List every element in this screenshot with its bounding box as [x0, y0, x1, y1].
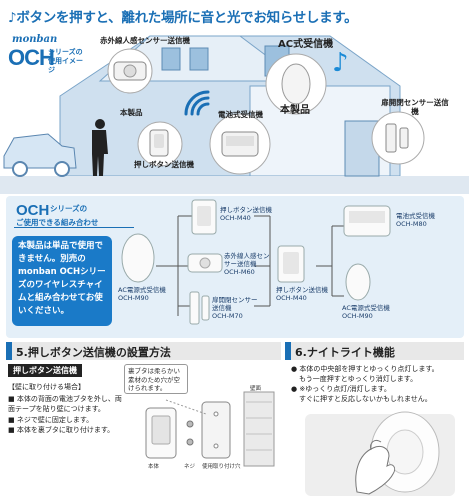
- person-silhouette: [92, 119, 108, 176]
- transmitter-body: [145, 407, 177, 459]
- push-button-name-line2: OCH-M40: [220, 214, 251, 222]
- back-cover-note: 裏ブタは柔らかい素材のため穴が空けられます。: [124, 364, 188, 394]
- nightlight-steps: ● 本体の中央部を押すとゆっくり点灯します。 もう一度押すとゆっくり消灯します。…: [291, 364, 463, 404]
- door-sensor-label: 扉開閉センサー送信機: [381, 98, 449, 116]
- nightlight-line-1: ● 本体の中央部を押すとゆっくり点灯します。: [291, 365, 439, 373]
- nightlight-line-4: すぐに押すと反応しないかもしれません。: [299, 395, 432, 403]
- ac-receiver-name-line2: OCH-M90: [118, 294, 149, 302]
- ac-receiver-2-name-line2: OCH-M90: [342, 312, 373, 320]
- ac-receiver-product: [121, 233, 155, 283]
- battery-receiver-name-line2: OCH-M80: [396, 220, 427, 228]
- brand-logo: monban OCH シリーズの使用イメージ: [4, 34, 83, 86]
- motion-sensor-name-line2: OCH-M60: [224, 268, 255, 276]
- headline: ♪ボタンを押すと、離れた場所に音と光でお知らせします。: [8, 10, 358, 26]
- push-button-2-name-line2: OCH-M40: [276, 294, 307, 302]
- nightlight-illustration: [305, 411, 455, 496]
- music-note-icon: ♪: [332, 48, 349, 78]
- combination-note: 本製品は単品で使用できません。別売のmonban OCHシリーズのワイヤレスチャ…: [12, 236, 112, 326]
- part-label-wall: 壁面: [250, 386, 262, 392]
- door-sensor-callout: [371, 111, 425, 165]
- door-sensor-product: [189, 291, 210, 325]
- hand-icon: [355, 439, 396, 495]
- push-button-label: 押しボタン送信機: [134, 160, 194, 169]
- nightlight-header: 6.ナイトライト機能: [285, 342, 464, 360]
- part-label-holes: 使用取り付け穴: [202, 464, 241, 470]
- battery-receiver-product: [343, 205, 391, 237]
- brand-monban-text: monban: [12, 34, 58, 45]
- screw-icon: [186, 420, 194, 446]
- nightlight-line-2: もう一度押すとゆっくり消灯します。: [299, 375, 418, 383]
- part-label-screw: ネジ: [184, 464, 196, 470]
- battery-receiver-label: 電池式受信機: [218, 110, 263, 119]
- door-sensor-name: 扉開閉センサー送信機 OCH-M70: [212, 296, 258, 320]
- installation-diagram: [145, 391, 275, 467]
- combination-panel: OCH シリーズの ご使用できる組み合わせ 本製品は単品で使用できません。別売の…: [6, 196, 464, 338]
- part-label-body: 本体: [148, 464, 160, 470]
- installation-header: 5.押しボタン送信機の設置方法: [6, 342, 281, 360]
- back-cover: [201, 401, 231, 459]
- installation-step-1: ■ 本体の背面の電池ブタを外し、両面テープを貼り壁につけます。: [8, 394, 122, 414]
- ac-receiver-callout: [265, 53, 327, 115]
- push-button-name-line1: 押しボタン送信機: [220, 206, 272, 214]
- door-sensor-name-line1: 扉開閉センサー送信機: [212, 296, 258, 312]
- push-button-product-2: [277, 245, 305, 283]
- ac-receiver-name-2: AC電源式受信機 OCH-M90: [342, 304, 390, 320]
- combination-sub2: ご使用できる組み合わせ: [16, 218, 99, 227]
- ac-receiver-name: AC電源式受信機 OCH-M90: [118, 286, 166, 302]
- installation-section: 5.押しボタン送信機の設置方法 押しボタン送信機 【壁に取り付ける場合】 ■ 本…: [6, 342, 281, 498]
- ac-receiver-2-name-line1: AC電源式受信機: [342, 304, 390, 312]
- combination-rule: [14, 227, 134, 228]
- nightlight-line-3: ● ※ゆっくり点灯/消灯します。: [291, 385, 391, 393]
- installation-title: 5.押しボタン送信機の設置方法: [16, 346, 171, 359]
- installation-step-2: ■ ネジで壁に固定します。: [8, 415, 94, 424]
- ac-receiver-product-2: [345, 263, 371, 301]
- push-button-2-name-line1: 押しボタン送信機: [276, 286, 328, 294]
- push-button-name-2: 押しボタン送信機 OCH-M40: [276, 286, 328, 302]
- battery-receiver-callout: [209, 113, 271, 175]
- installation-steps-title: 【壁に取り付ける場合】: [8, 383, 85, 391]
- ac-receiver-name-line1: AC電源式受信機: [118, 286, 166, 294]
- installation-subhead: 押しボタン送信機: [8, 364, 82, 377]
- combination-sub1: シリーズの: [50, 204, 88, 213]
- door-sensor-name-line2: OCH-M70: [212, 312, 243, 320]
- brand-subtitle: シリーズの使用イメージ: [48, 48, 83, 74]
- installation-steps: 【壁に取り付ける場合】 ■ 本体の背面の電池ブタを外し、両面テープを貼り壁につけ…: [8, 382, 128, 436]
- brand-series-text: OCH: [8, 45, 55, 70]
- this-product-label: 本製品: [280, 105, 310, 116]
- installation-step-3: ■ 本体を裏ブタに取り付けます。: [8, 426, 115, 434]
- wireless-signal-icon: [184, 90, 210, 116]
- nightlight-title: 6.ナイトライト機能: [295, 346, 395, 359]
- combination-title: OCH シリーズの ご使用できる組み合わせ: [12, 202, 130, 227]
- motion-sensor-name-line1: 赤外線人感センサー送信機: [224, 252, 270, 268]
- motion-sensor-name: 赤外線人感センサー送信機 OCH-M60: [224, 252, 270, 276]
- usage-scene-illustration: [0, 26, 469, 194]
- motion-sensor-label: 赤外線人感センサー送信機: [100, 36, 190, 45]
- push-button-product: [191, 199, 217, 235]
- motion-sensor-callout: [107, 48, 153, 94]
- push-button-name: 押しボタン送信機 OCH-M40: [220, 206, 272, 222]
- motion-sensor-product: [187, 253, 223, 273]
- combination-diagram: [121, 199, 391, 325]
- battery-receiver-name: 電池式受信機 OCH-M80: [396, 212, 435, 228]
- ac-receiver-label: AC式受信機: [278, 39, 334, 50]
- push-button-callout: [137, 121, 183, 167]
- usage-scene: monban OCH シリーズの使用イメージ 赤外線人感センサー送信機 AC式受…: [0, 26, 469, 194]
- car-illustration: [3, 133, 77, 177]
- this-product-label-remote: 本製品: [120, 108, 143, 117]
- battery-receiver-name-line1: 電池式受信機: [396, 212, 435, 220]
- combination-series: OCH: [16, 202, 50, 219]
- nightlight-section: 6.ナイトライト機能 ● 本体の中央部を押すとゆっくり点灯します。 もう一度押す…: [285, 342, 464, 498]
